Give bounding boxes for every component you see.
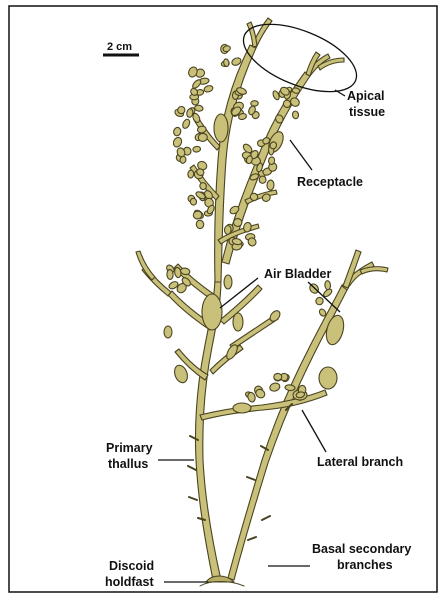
receptacle [224, 225, 231, 234]
receptacle [233, 218, 242, 226]
air-bladder [224, 275, 232, 289]
label-thallus: thallus [108, 457, 148, 471]
receptacle [259, 176, 266, 183]
receptacle [188, 170, 194, 178]
receptacle [268, 156, 275, 164]
receptacle [198, 133, 208, 142]
label-branches: branches [337, 558, 393, 572]
air-bladder [164, 326, 172, 338]
scale-bar-label: 2 cm [107, 41, 132, 53]
label-primary: Primary [106, 441, 153, 455]
label-holdfast: holdfast [105, 575, 154, 589]
receptacle [267, 180, 275, 190]
label-lateral-branch: Lateral branch [317, 455, 403, 469]
air-bladder [319, 367, 337, 389]
receptacle [251, 101, 259, 107]
receptacle [274, 373, 282, 380]
label-receptacle: Receptacle [297, 175, 363, 189]
receptacle [190, 198, 197, 206]
receptacle [193, 146, 201, 153]
receptacle [283, 100, 291, 108]
label-discoid: Discoid [109, 559, 154, 573]
receptacle [196, 220, 204, 229]
label-apical: Apical [347, 89, 385, 103]
label-tissue: tissue [349, 105, 385, 119]
air-bladder [214, 114, 228, 142]
label-air-bladder: Air Bladder [264, 267, 332, 281]
receptacle [285, 384, 296, 391]
air-bladder [202, 294, 222, 330]
receptacle [292, 111, 299, 119]
air-bladder [233, 403, 251, 413]
air-bladder [233, 313, 243, 331]
label-basal-secondary: Basal secondary [312, 542, 411, 556]
receptacle [223, 59, 229, 67]
receptacle [167, 269, 174, 279]
